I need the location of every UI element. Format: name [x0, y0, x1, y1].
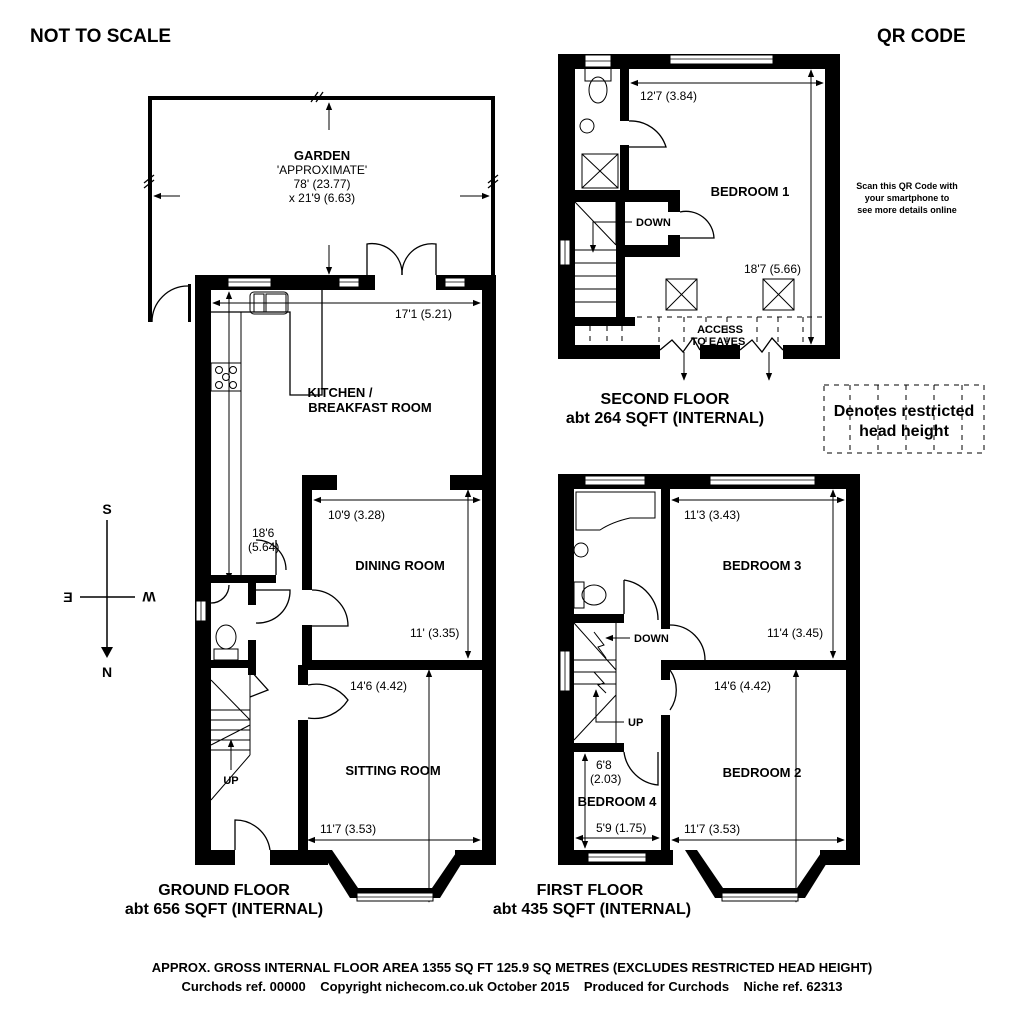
svg-text:(2.03): (2.03): [590, 772, 621, 786]
svg-text:11'4 (3.45): 11'4 (3.45): [767, 626, 823, 640]
svg-text:E: E: [63, 589, 72, 605]
svg-text:12'7 (3.84): 12'7 (3.84): [640, 89, 697, 103]
svg-text:18'7 (5.66): 18'7 (5.66): [744, 262, 801, 276]
svg-text:see more details online: see more details online: [857, 205, 957, 215]
svg-text:SITTING ROOM: SITTING ROOM: [345, 763, 440, 778]
svg-text:BEDROOM 1: BEDROOM 1: [711, 184, 790, 199]
svg-text:DOWN: DOWN: [636, 217, 671, 229]
svg-text:x 21'9 (6.63): x 21'9 (6.63): [289, 191, 355, 205]
svg-text:11' (3.35): 11' (3.35): [410, 626, 459, 640]
svg-text:17'1 (5.21): 17'1 (5.21): [395, 307, 452, 321]
second-floor-title: SECOND FLOOR: [601, 391, 730, 408]
svg-text:78' (23.77): 78' (23.77): [294, 177, 351, 191]
first-floor-plan: DOWN UP 6'8 (2.03) BEDROOM 4 5'9 (1.75) …: [493, 474, 860, 918]
svg-text:5'9 (1.75): 5'9 (1.75): [596, 821, 646, 835]
second-floor-plan: DOWN ACCESS TO EAVES 12'7 (3.84) BEDROOM…: [558, 54, 840, 427]
second-floor-area: abt 264 SQFT (INTERNAL): [566, 410, 764, 427]
svg-text:BEDROOM 4: BEDROOM 4: [578, 794, 658, 809]
svg-text:TO EAVES: TO EAVES: [691, 336, 746, 348]
svg-text:GARDEN: GARDEN: [294, 148, 350, 163]
svg-text:11'3 (3.43): 11'3 (3.43): [684, 508, 740, 522]
svg-text:14'6 (4.42): 14'6 (4.42): [350, 679, 407, 693]
compass-icon: S W E N: [63, 501, 155, 680]
svg-text:BEDROOM 2: BEDROOM 2: [723, 765, 802, 780]
ground-floor-plan: 17'1 (5.21) KITCHEN / BREAKFAST ROOM 18'…: [125, 242, 496, 918]
svg-text:W: W: [142, 589, 156, 605]
svg-text:your smartphone to: your smartphone to: [865, 193, 950, 203]
svg-text:S: S: [102, 501, 111, 517]
svg-text:head height: head height: [859, 423, 949, 440]
svg-text:BREAKFAST ROOM: BREAKFAST ROOM: [308, 400, 432, 415]
svg-text:KITCHEN /: KITCHEN /: [308, 385, 373, 400]
qr-code-label: QR CODE: [877, 26, 966, 47]
svg-text:Denotes restricted: Denotes restricted: [834, 403, 975, 420]
restricted-head-height-legend: Denotes restricted head height: [823, 384, 985, 454]
svg-text:14'6 (4.42): 14'6 (4.42): [714, 679, 771, 693]
svg-text:11'7 (3.53): 11'7 (3.53): [320, 822, 376, 836]
svg-text:'APPROXIMATE': 'APPROXIMATE': [277, 163, 367, 177]
svg-text:ACCESS: ACCESS: [697, 324, 743, 336]
svg-text:UP: UP: [223, 775, 238, 787]
ground-floor-title: GROUND FLOOR: [158, 882, 290, 899]
svg-text:11'7 (3.53): 11'7 (3.53): [684, 822, 740, 836]
svg-text:DOWN: DOWN: [634, 633, 669, 645]
ground-stairs: UP: [210, 669, 270, 801]
svg-text:DINING ROOM: DINING ROOM: [355, 558, 445, 573]
svg-text:UP: UP: [628, 717, 643, 729]
copyright-line: Curchods ref. 00000 Copyright nichecom.c…: [181, 979, 842, 994]
garden-area: GARDEN 'APPROXIMATE' 78' (23.77) x 21'9 …: [143, 91, 499, 323]
gross-area-note: APPROX. GROSS INTERNAL FLOOR AREA 1355 S…: [152, 960, 872, 975]
qr-note: Scan this QR Code with your smartphone t…: [856, 181, 958, 215]
svg-text:Scan this QR Code with: Scan this QR Code with: [856, 181, 958, 191]
svg-text:10'9 (3.28): 10'9 (3.28): [328, 508, 385, 522]
svg-text:N: N: [102, 664, 112, 680]
svg-text:18'6: 18'6: [252, 526, 275, 540]
not-to-scale-label: NOT TO SCALE: [30, 26, 171, 47]
first-floor-title: FIRST FLOOR: [537, 882, 644, 899]
first-floor-area: abt 435 SQFT (INTERNAL): [493, 901, 691, 918]
svg-text:BEDROOM 3: BEDROOM 3: [723, 558, 802, 573]
ground-floor-area: abt 656 SQFT (INTERNAL): [125, 901, 323, 918]
svg-text:6'8: 6'8: [596, 758, 612, 772]
